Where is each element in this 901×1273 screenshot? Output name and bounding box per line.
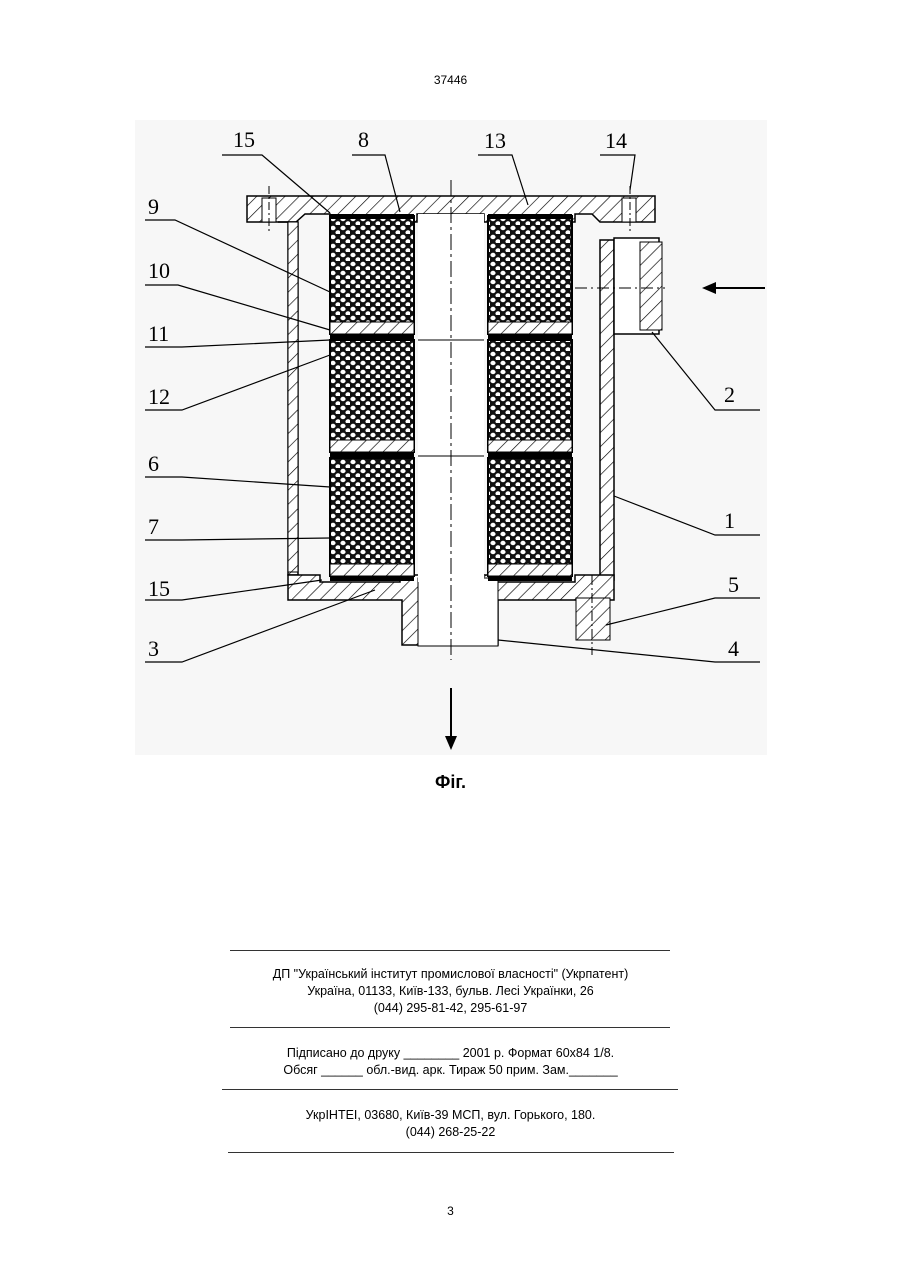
label-2: 2: [724, 382, 735, 407]
press-line-2: (044) 268-25-22: [180, 1124, 721, 1140]
label-8: 8: [358, 127, 369, 152]
filter-cartridges-left: [330, 214, 414, 581]
label-14: 14: [605, 128, 627, 153]
label-1: 1: [724, 508, 735, 533]
label-6: 6: [148, 451, 159, 476]
filter-cartridges-right: [488, 214, 572, 581]
label-12: 12: [148, 384, 170, 409]
label-10: 10: [148, 258, 170, 283]
label-3: 3: [148, 636, 159, 661]
print-line-1: Підписано до друку ________ 2001 р. Форм…: [180, 1045, 721, 1061]
filter-drawing: 15 8 13 14 9 10 11 12 6 7 15 3 2 1 5 4: [0, 0, 901, 800]
label-4: 4: [728, 636, 739, 661]
press-line-1: УкрІНТЕІ, 03680, Київ-39 МСП, вул. Горьк…: [180, 1107, 721, 1123]
org-line-1: ДП "Український інститут промислової вла…: [180, 966, 721, 982]
label-13: 13: [484, 128, 506, 153]
label-11: 11: [148, 321, 169, 346]
figure-caption: Фіг.: [0, 772, 901, 793]
label-7: 7: [148, 514, 159, 539]
divider: [230, 950, 670, 951]
label-9: 9: [148, 194, 159, 219]
label-15-bottom: 15: [148, 576, 170, 601]
org-line-3: (044) 295-81-42, 295-61-97: [180, 1000, 721, 1016]
divider: [230, 1027, 670, 1028]
divider: [228, 1152, 674, 1153]
page-number: 3: [0, 1204, 901, 1218]
divider: [222, 1089, 678, 1090]
label-15-top: 15: [233, 127, 255, 152]
print-line-2: Обсяг ______ обл.-вид. арк. Тираж 50 при…: [180, 1062, 721, 1078]
label-5: 5: [728, 572, 739, 597]
org-line-2: Україна, 01133, Київ-133, бульв. Лесі Ук…: [180, 983, 721, 999]
